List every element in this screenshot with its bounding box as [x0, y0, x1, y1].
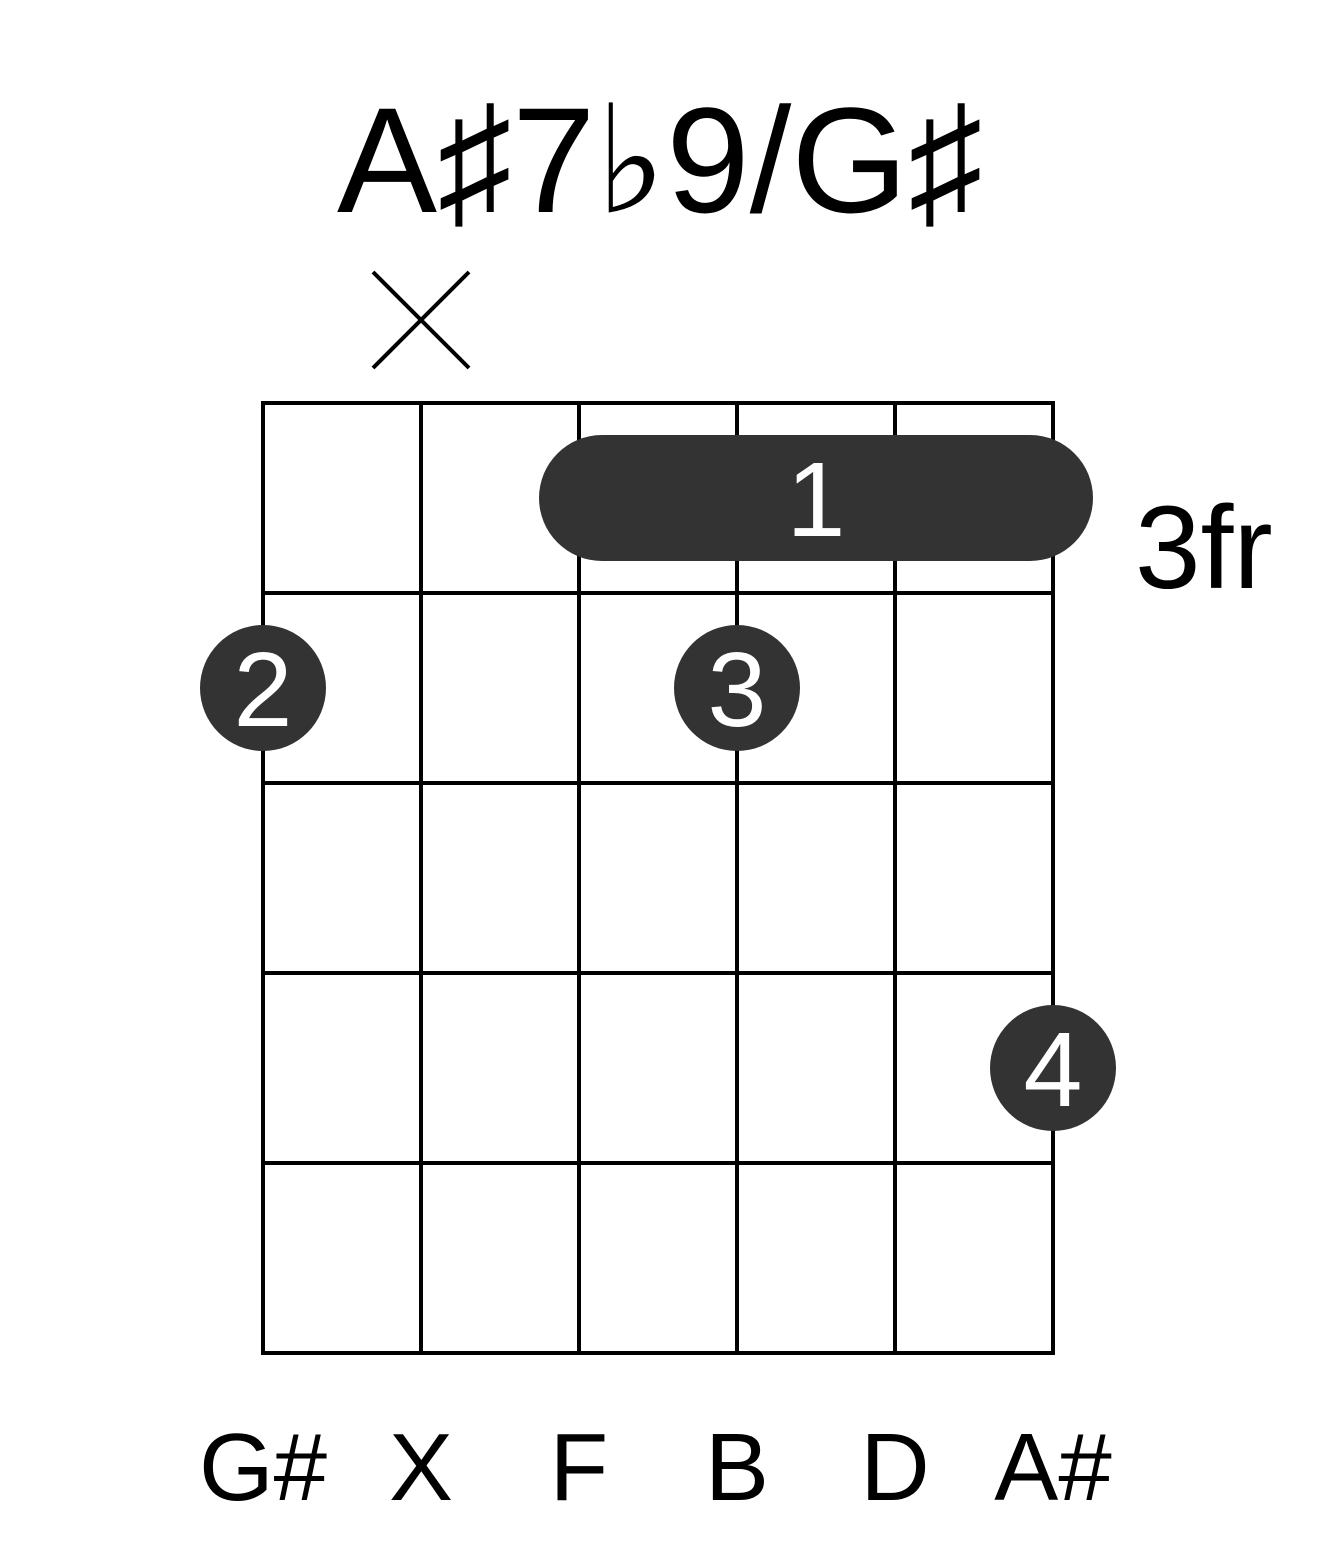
string-markers: [371, 270, 471, 370]
string-note-label: D: [860, 1414, 929, 1521]
barre-finger-number: 1: [787, 441, 846, 559]
fretboard-grid: [261, 401, 1055, 1355]
finger-number: 3: [708, 631, 767, 749]
finger-dots: 2 3 4: [200, 625, 1116, 1131]
string-note-label: B: [705, 1414, 769, 1521]
finger-number: 2: [234, 631, 293, 749]
finger-dot: 4: [990, 1005, 1116, 1131]
finger-dot-circle: [990, 1005, 1116, 1131]
string-note-label: G#: [199, 1414, 327, 1521]
muted-string-marker: [371, 270, 471, 370]
barre-layer: 1: [539, 435, 1093, 561]
string-note-label: X: [389, 1414, 453, 1521]
string-note-label: F: [550, 1414, 609, 1521]
finger-dot: 2: [200, 625, 326, 751]
finger-dot: 3: [674, 625, 800, 751]
string-note-label: A#: [994, 1414, 1111, 1521]
barre-bar: [539, 435, 1093, 561]
finger-dot-circle: [200, 625, 326, 751]
chord-title: A♯7♭9/G♯: [337, 76, 983, 244]
finger-number: 4: [1024, 1011, 1083, 1129]
fret-position-label: 3fr: [1135, 482, 1273, 614]
finger-dot-circle: [674, 625, 800, 751]
